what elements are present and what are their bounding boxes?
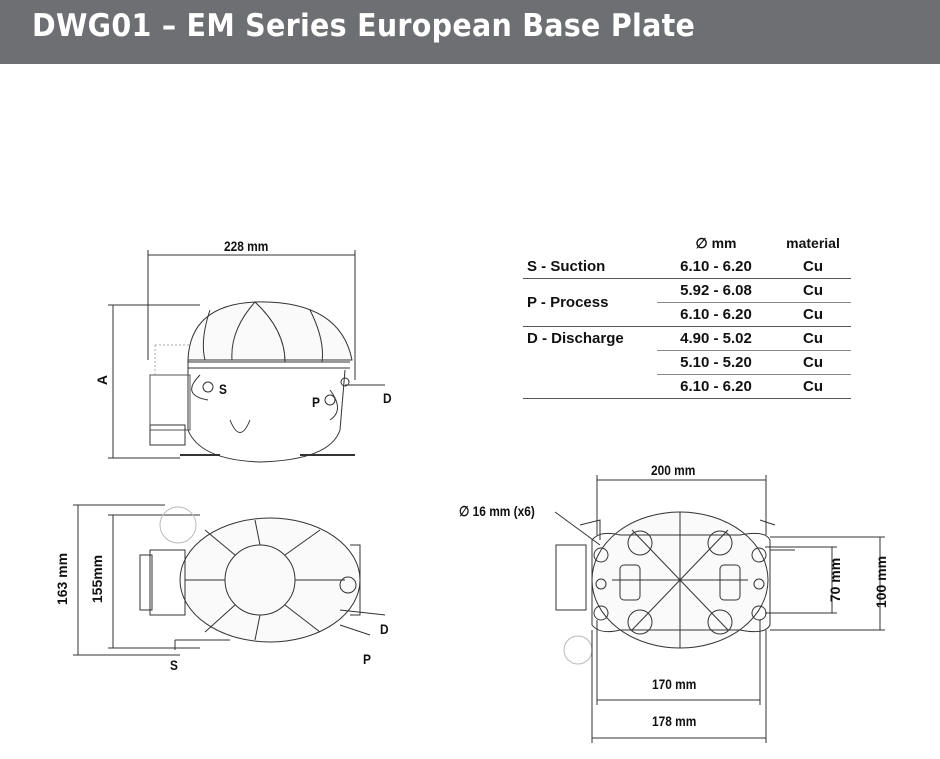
top-view-drawing (73, 504, 386, 656)
dim-label-a: A (94, 374, 111, 386)
label-p-side: P (312, 394, 320, 410)
label-s-side: S (219, 381, 227, 397)
diameter-cell: 5.10 - 5.20 (657, 350, 775, 375)
dim-label-178: 178 mm (652, 713, 697, 729)
table-row: D - Discharge 4.90 - 5.02 Cu (523, 326, 851, 399)
table-row: S - Suction 6.10 - 6.20 Cu (523, 255, 851, 279)
label-p-top: P (363, 651, 371, 667)
header-diameter: ∅ mm (695, 235, 737, 251)
dim-label-200: 200 mm (651, 462, 696, 478)
header-connection (523, 232, 657, 255)
connection-cell: P - Process (523, 278, 657, 327)
plate-view-drawing (554, 475, 885, 743)
table-row: 6.10 - 6.20 Cu (523, 302, 851, 327)
label-d-top: D (380, 621, 389, 637)
page-header: DWG01 – EM Series European Base Plate (0, 0, 940, 64)
connections-table: ∅ mm material S - Suction 6.10 - 6.20 Cu… (523, 232, 851, 399)
material-cell: Cu (775, 255, 851, 279)
material-cell: Cu (775, 302, 851, 327)
diameter-cell: 6.10 - 6.20 (657, 302, 775, 327)
dim-label-228: 228 mm (224, 238, 269, 254)
dim-label-70: 70 mm (827, 557, 844, 603)
dim-label-100: 100 mm (873, 555, 890, 609)
dim-label-163: 163 mm (54, 552, 71, 606)
table-row: P - Process 5.92 - 6.08 Cu (523, 278, 851, 327)
material-cell: Cu (775, 326, 851, 351)
diameter-cell: 4.90 - 5.02 (657, 326, 775, 351)
material-cell: Cu (775, 278, 851, 303)
connection-cell: D - Discharge (523, 326, 657, 399)
dim-label-155: 155mm (89, 554, 106, 604)
side-view-drawing (108, 250, 385, 463)
diameter-cell: 6.10 - 6.20 (657, 255, 775, 279)
connection-cell: S - Suction (523, 255, 657, 279)
hole-note: ∅ 16 mm (x6) (459, 503, 535, 519)
header-material: material (786, 235, 840, 251)
table-row: 6.10 - 6.20 Cu (523, 374, 851, 399)
material-cell: Cu (775, 374, 851, 399)
diameter-cell: 5.92 - 6.08 (657, 278, 775, 303)
label-d-side: D (383, 390, 392, 406)
material-cell: Cu (775, 350, 851, 375)
diameter-cell: 6.10 - 6.20 (657, 374, 775, 399)
dim-label-170: 170 mm (652, 676, 697, 692)
table-row: 5.10 - 5.20 Cu (523, 350, 851, 375)
label-s-top: S (170, 657, 178, 673)
page-title: DWG01 – EM Series European Base Plate (32, 8, 696, 44)
